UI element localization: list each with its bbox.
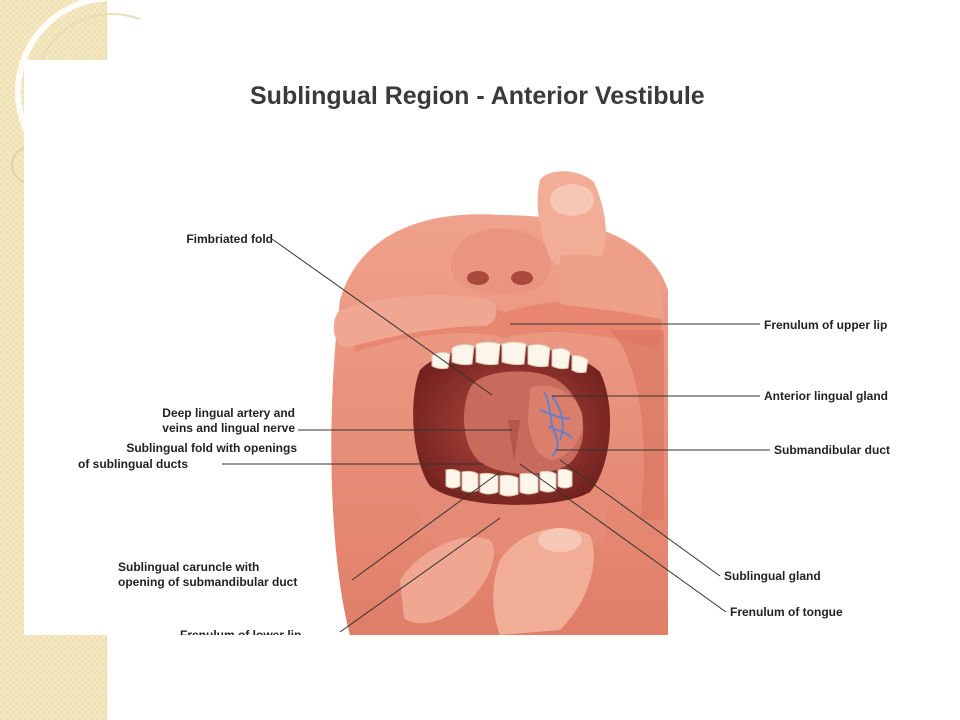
label-frenulum-upper-lip: Frenulum of upper lip [764, 318, 888, 332]
label-frenulum-of-tongue: Frenulum of tongue [730, 605, 843, 619]
lower-teeth [445, 468, 573, 497]
label-submandibular-duct: Submandibular duct [774, 443, 891, 457]
nostril-left [467, 271, 489, 285]
label-deep-lingual-1: Deep lingual artery and [162, 406, 295, 420]
label-frenulum-lower-lip: Frenulum of lower lip [180, 628, 302, 635]
finger-lower-right [493, 528, 594, 635]
finger-left-upper [333, 295, 497, 348]
label-caruncle-2: opening of submandibular duct [118, 575, 298, 589]
label-fimbriated-fold: Fimbriated fold [186, 232, 273, 246]
label-sublingual-fold-1: Sublingual fold with openings [126, 441, 297, 455]
figure-title: Sublingual Region - Anterior Vestibule [250, 82, 705, 110]
leader-lines [222, 238, 770, 633]
nose [450, 228, 552, 294]
lingual-vessels [539, 391, 573, 457]
finger-lower-left [400, 537, 494, 624]
thumbnail-right [550, 184, 594, 216]
cheek-right-shadow [610, 330, 664, 520]
label-sublingual-gland: Sublingual gland [724, 569, 821, 583]
finger-right-upper [560, 254, 664, 320]
label-anterior-lingual-gland: Anterior lingual gland [764, 389, 889, 403]
label-caruncle-1: Sublingual caruncle with [118, 560, 260, 574]
label-deep-lingual-2: veins and lingual nerve [162, 421, 295, 435]
label-sublingual-fold-2: of sublingual ducts [78, 457, 188, 471]
fingernail-lower [538, 528, 582, 552]
upper-teeth [431, 341, 589, 374]
nostril-right [511, 271, 533, 285]
tongue-underside [528, 385, 583, 460]
